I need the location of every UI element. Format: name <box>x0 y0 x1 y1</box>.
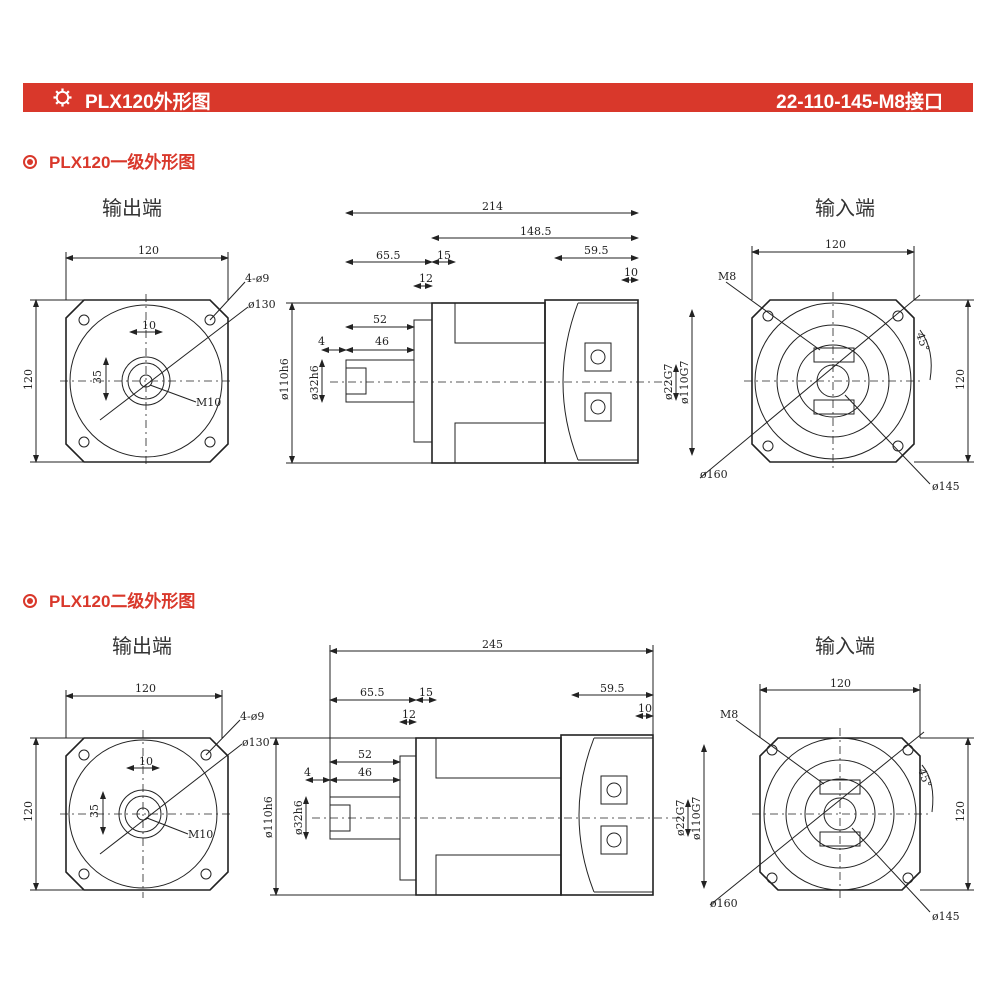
section-title-stage1: PLX120一级外形图 <box>23 148 195 173</box>
dim-d1: ø110h6 <box>278 358 291 400</box>
side-view: 214 148.5 65.5 15 12 59.5 10 52 4 46 ø11… <box>278 200 695 464</box>
dim-total: 214 <box>482 200 503 213</box>
dim-angle: 45° <box>913 331 932 354</box>
dim-d4: ø110G7 <box>678 361 691 404</box>
dim-m: M8 <box>720 708 738 721</box>
dim-key: 10 <box>142 319 156 332</box>
dim-e: 10 <box>638 702 652 715</box>
dim-keyh: 35 <box>88 804 101 818</box>
rear-view: 120 120 M8 45° ø160 ø145 <box>699 238 974 493</box>
dim-d1: ø110h6 <box>262 796 275 838</box>
dim-holes: 4-ø9 <box>245 272 269 285</box>
dim-f: 52 <box>373 313 387 326</box>
dim-d3: ø22G7 <box>674 800 687 836</box>
output-end-label: 输出端 <box>102 196 162 220</box>
dim-d4: ø110G7 <box>690 797 703 840</box>
dim-d: 59.5 <box>600 682 625 695</box>
dim-height: 120 <box>22 801 35 822</box>
front-view: 120 120 4-ø9 ø130 10 35 M10 <box>22 244 276 468</box>
dim-g: 4 <box>318 335 325 348</box>
front-view: 120 120 4-ø9 ø130 10 35 M10 <box>22 682 270 898</box>
bullet-icon <box>23 594 37 608</box>
dim-pcd: ø130 <box>248 298 276 311</box>
dim-d2: ø145 <box>932 480 960 493</box>
dim-width: 120 <box>135 682 156 695</box>
dim-thread: M10 <box>196 396 221 409</box>
banner-title: PLX120外形图 <box>85 92 211 113</box>
dim-a: 65.5 <box>376 249 401 262</box>
dim-c: 12 <box>402 708 416 721</box>
dim-d2: ø32h6 <box>292 800 305 835</box>
header-banner: PLX120外形图 22-110-145-M8接口 <box>23 83 973 113</box>
dim-a: 65.5 <box>360 686 385 699</box>
dim-d1: ø160 <box>700 468 728 481</box>
dim-c: 12 <box>419 272 433 285</box>
dim-width: 120 <box>830 677 851 690</box>
input-end-label: 输入端 <box>815 196 875 220</box>
dim-width: 120 <box>825 238 846 251</box>
gear-icon <box>53 88 72 107</box>
dim-height: 120 <box>954 369 967 390</box>
dim-h: 46 <box>358 766 372 779</box>
dim-d1: ø160 <box>710 897 738 910</box>
dim-d2: ø32h6 <box>308 365 321 400</box>
dim-height: 120 <box>954 801 967 822</box>
dim-body: 148.5 <box>520 225 552 238</box>
dim-e: 10 <box>624 266 638 279</box>
dim-b: 15 <box>437 249 451 262</box>
dim-holes: 4-ø9 <box>240 710 264 723</box>
dim-angle: 45° <box>915 767 934 790</box>
dim-b: 15 <box>419 686 433 699</box>
dim-d3: ø22G7 <box>662 364 675 400</box>
dim-d2: ø145 <box>932 910 960 923</box>
dim-pcd: ø130 <box>242 736 270 749</box>
bullet-icon <box>23 155 37 169</box>
section-title-stage2: PLX120二级外形图 <box>23 587 195 612</box>
dim-key: 10 <box>139 755 153 768</box>
input-end-label: 输入端 <box>815 634 875 658</box>
dim-h: 46 <box>375 335 389 348</box>
dim-g: 4 <box>304 766 311 779</box>
output-end-label: 输出端 <box>112 634 172 658</box>
rear-view: 120 120 M8 45° ø160 ø145 <box>709 677 974 923</box>
dim-keyh: 35 <box>91 370 104 384</box>
dim-height: 120 <box>22 369 35 390</box>
dim-thread: M10 <box>188 828 213 841</box>
dim-total: 245 <box>482 638 503 651</box>
dim-width: 120 <box>138 244 159 257</box>
dim-f: 52 <box>358 748 372 761</box>
dim-m: M8 <box>718 270 736 283</box>
dim-d: 59.5 <box>584 244 609 257</box>
side-view: 245 65.5 15 12 59.5 10 52 4 46 ø110h6 ø3… <box>262 638 707 896</box>
banner-interface-code: 22-110-145-M8接口 <box>776 92 943 113</box>
